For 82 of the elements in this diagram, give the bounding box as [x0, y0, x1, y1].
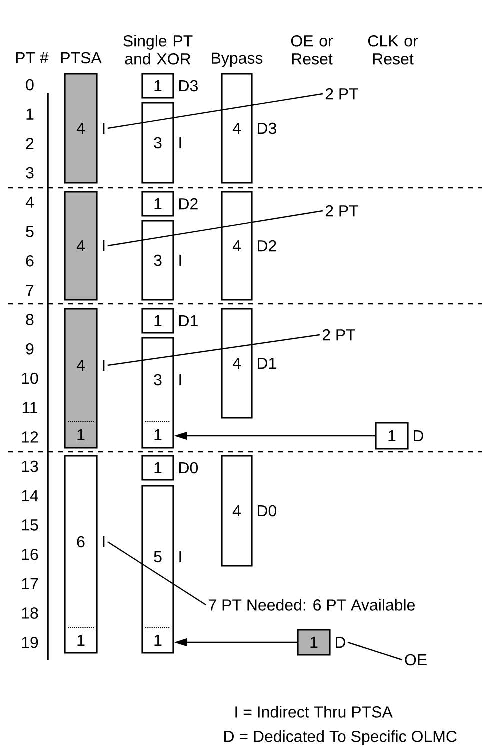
row-number: 7 — [26, 284, 34, 296]
side-label: D1 — [258, 358, 276, 369]
row-number: 6 — [26, 255, 34, 267]
term-box: 6 1 — [64, 455, 98, 654]
column-header: PT # — [16, 52, 49, 64]
row-number: 15 — [22, 520, 38, 531]
side-label: I — [180, 552, 182, 562]
node-label: 1 — [154, 429, 162, 441]
leader-line — [108, 93, 323, 130]
term-box: 3 — [142, 220, 174, 301]
term-box: 5 1 — [142, 485, 174, 654]
row-number: 8 — [26, 314, 34, 326]
callout-text: 7 PT Needed: 6 PT Available — [209, 599, 415, 611]
shaded-box: 1 — [297, 629, 331, 656]
term-box: 4 — [221, 191, 253, 301]
row-number: 4 — [26, 196, 34, 208]
term-box: 1 — [375, 422, 409, 450]
side-label: D3 — [258, 122, 276, 134]
callout-text: 2 PT — [326, 205, 358, 217]
row-number: 5 — [26, 226, 34, 238]
term-box: 4 — [221, 308, 253, 419]
callout-text: 2 PT — [326, 88, 358, 100]
column-header: CLK or Reset — [368, 35, 418, 65]
row-number: 18 — [22, 608, 38, 619]
term-box: 3 — [142, 102, 174, 184]
node-label: 4 — [76, 360, 85, 372]
node-label: 5 — [154, 551, 162, 563]
leader-line — [348, 642, 402, 661]
side-label: D3 — [180, 80, 198, 92]
column-header: Bypass — [212, 52, 263, 68]
shaded-box: 4 — [64, 191, 98, 301]
term-box: 3 1 — [142, 337, 174, 449]
side-label: I — [103, 536, 105, 548]
leader-line — [108, 542, 206, 606]
row-number: 11 — [22, 402, 38, 414]
side-label: I — [180, 374, 182, 386]
side-label: D0 — [180, 462, 198, 474]
node-label: 3 — [154, 374, 162, 386]
row-number: 0 — [26, 79, 34, 91]
row-number: 16 — [22, 548, 38, 560]
shaded-box: 4 — [64, 73, 98, 184]
row-number: 19 — [22, 637, 38, 648]
row-number: 1 — [26, 108, 34, 120]
row-number: 2 — [26, 138, 34, 150]
row-number: 10 — [22, 372, 38, 384]
node-label: 1 — [78, 429, 85, 441]
term-box: 4 — [221, 455, 253, 567]
side-label: I — [103, 123, 105, 134]
column-header: PTSA — [61, 52, 102, 64]
side-label: I — [103, 240, 105, 252]
term-box: 4 — [221, 73, 253, 184]
row-number: 9 — [26, 344, 34, 355]
side-label: D — [336, 637, 346, 648]
node-label: 6 — [77, 536, 85, 548]
side-label: I — [180, 138, 182, 148]
side-label: D2 — [180, 198, 198, 210]
side-label: D0 — [258, 505, 277, 517]
row-number: 14 — [22, 490, 38, 502]
row-number: 13 — [22, 460, 38, 472]
column-header: OE or Reset — [291, 35, 334, 65]
side-label: D1 — [180, 316, 198, 326]
side-label: I — [180, 255, 182, 266]
side-label: D2 — [258, 240, 276, 252]
callout-text: 2 PT — [322, 329, 356, 341]
term-box: 1 — [142, 191, 174, 217]
leader-line — [108, 210, 323, 247]
node-label: 1 — [154, 634, 162, 646]
shaded-box: 4 1 — [64, 308, 98, 449]
row-number: 17 — [22, 578, 38, 590]
column-header: Single PT and XOR — [124, 35, 193, 65]
side-label: I — [103, 360, 105, 371]
note-text: I = Indirect Thru PTSA — [236, 706, 393, 718]
term-box: 1 — [142, 455, 174, 481]
note-text: D = Dedicated To Specific OLMC — [224, 730, 457, 746]
row-number: 3 — [26, 167, 34, 179]
node-label: 1 — [78, 634, 85, 646]
term-box: 1 — [142, 308, 174, 334]
row-number: 12 — [22, 432, 38, 443]
side-label: D — [414, 430, 424, 442]
callout-text: OE — [405, 654, 427, 666]
term-box: 1 — [142, 73, 174, 99]
leader-line — [108, 334, 320, 366]
